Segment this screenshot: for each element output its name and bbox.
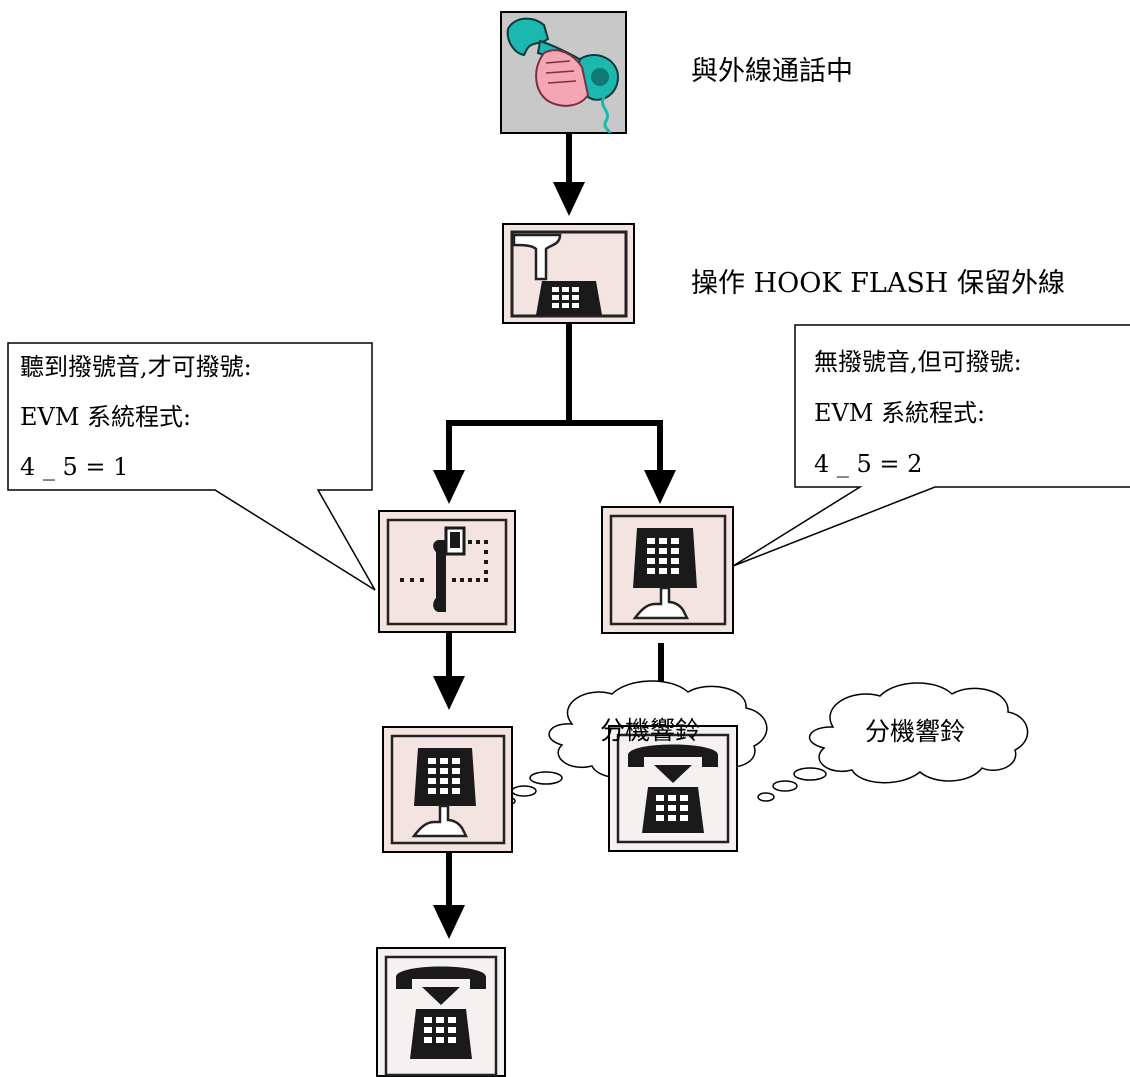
- ringing-phone-icon: [376, 947, 506, 1077]
- hook-flash-phone-icon: [502, 223, 635, 324]
- arrowhead-branch-left: [433, 470, 465, 504]
- dial-keypad-icon: [601, 506, 734, 634]
- arrowhead-top: [553, 182, 585, 216]
- external-call-label: 與外線通話中: [691, 56, 853, 87]
- dial-keypad-icon: [382, 726, 513, 853]
- arrowhead-left-2: [433, 905, 465, 939]
- callout-right-line-1: 無撥號音,但可撥號:: [814, 348, 1022, 376]
- callout-right-line-3: 4 _ 5 = 2: [814, 450, 923, 478]
- ringing-phone-icon: [608, 725, 738, 852]
- callout-left-line-1: 聽到撥號音,才可撥號:: [20, 353, 252, 381]
- node-external-call: [500, 11, 627, 134]
- cloud-left-text: 分機響鈴: [600, 716, 701, 745]
- node-ring-right: [608, 725, 738, 852]
- callout-left-line-2: EVM 系統程式:: [20, 403, 192, 431]
- node-ring-left: [376, 947, 506, 1077]
- node-dial-left: [382, 726, 513, 853]
- callout-left-line-3: 4 _ 5 = 1: [20, 453, 129, 481]
- thought-cloud-right: [757, 682, 1029, 802]
- node-no-dial-tone-dial: [601, 506, 734, 634]
- arrowhead-branch-right: [644, 470, 676, 504]
- handset-dial-tone-icon: [378, 510, 516, 633]
- node-dial-tone: [378, 510, 516, 633]
- callout-right-shape: [732, 324, 1130, 567]
- node-hook-flash: [502, 223, 635, 324]
- hook-flash-label: 操作 HOOK FLASH 保留外線: [691, 268, 1065, 299]
- arrowhead-left-1: [433, 676, 465, 710]
- callout-right-line-2: EVM 系統程式:: [814, 399, 986, 427]
- hand-holding-handset-icon: [500, 11, 627, 134]
- cloud-right-text: 分機響鈴: [865, 717, 966, 746]
- callout-left-shape: [7, 342, 376, 591]
